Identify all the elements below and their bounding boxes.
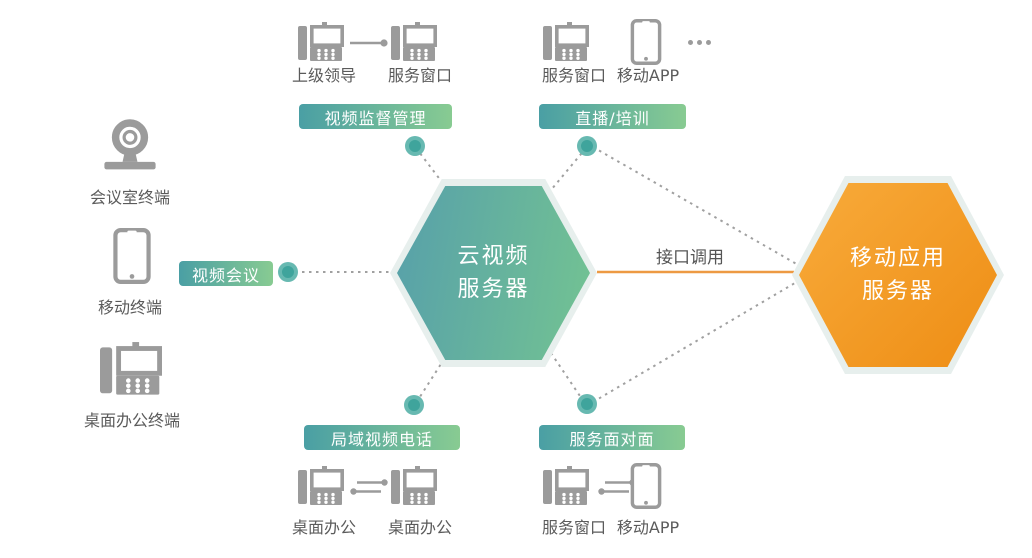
meeting-room-terminal-label: 会议室终端: [89, 188, 170, 207]
interface-call-label: 接口调用: [656, 248, 724, 268]
mobile-phone-icon: [629, 463, 663, 509]
node-dot-video-conference: [278, 262, 298, 282]
lan-left-label: 桌面办公: [291, 518, 356, 537]
video-phone-icon: [543, 466, 589, 506]
node-dot-face-to-face: [577, 394, 597, 414]
line-face-to-face-cloud: [550, 352, 585, 403]
lan-right-label: 桌面办公: [387, 518, 452, 537]
ellipsis-icon: [688, 40, 711, 45]
desktop-terminal-label: 桌面办公终端: [83, 411, 180, 430]
training-right-label: 移动APP: [616, 66, 680, 85]
arrow-right-icon: [348, 37, 390, 49]
mobile-app-server-hexagon: 移动应用 服务器: [792, 176, 1004, 374]
badge-live-training: 直播/培训: [539, 104, 686, 129]
badge-video-conference: 视频会议: [179, 261, 273, 286]
video-phone-icon: [298, 466, 344, 506]
cloud-hex-label-line1: 云视频: [457, 244, 530, 269]
video-phone-icon: [543, 22, 589, 62]
video-phone-icon: [298, 22, 344, 62]
video-phone-icon: [100, 342, 162, 396]
node-dot-lan-video-call: [404, 395, 424, 415]
badge-video-supervision: 视频监督管理: [299, 104, 452, 129]
mobile-terminal-label: 移动终端: [97, 298, 162, 317]
mobile-phone-icon: [629, 19, 663, 65]
mobile-hex-label-line1: 移动应用: [849, 246, 946, 271]
two-way-arrow-icon: [348, 478, 390, 496]
supervision-right-label: 服务窗口: [387, 66, 452, 85]
supervision-left-label: 上级领导: [291, 66, 356, 85]
f2f-right-label: 移动APP: [616, 518, 680, 537]
f2f-left-label: 服务窗口: [541, 518, 606, 537]
line-face-to-face-mobile: [592, 279, 801, 403]
cloud-video-server-hexagon: 云视频 服务器: [390, 179, 597, 367]
node-dot-live-training: [577, 136, 597, 156]
cloud-hex-label-line2: 服务器: [457, 277, 530, 302]
node-dot-video-supervision: [405, 136, 425, 156]
video-phone-icon: [391, 22, 437, 62]
badge-face-to-face: 服务面对面: [539, 425, 685, 450]
webcam-icon: [98, 118, 162, 176]
badge-lan-video-call: 局域视频电话: [304, 425, 460, 450]
training-left-label: 服务窗口: [541, 66, 606, 85]
mobile-hex-label-line2: 服务器: [861, 279, 934, 304]
mobile-phone-icon: [112, 228, 152, 284]
video-phone-icon: [391, 466, 437, 506]
